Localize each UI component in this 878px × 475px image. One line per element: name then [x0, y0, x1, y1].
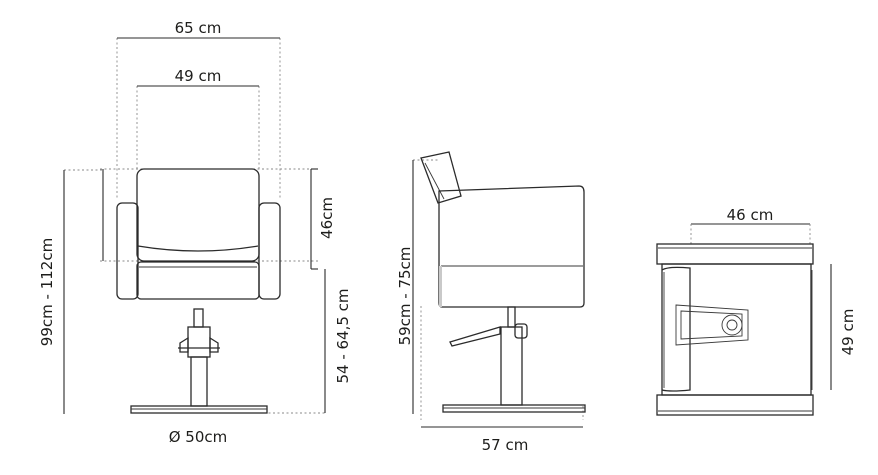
top-view: 46 cm 49 cm — [656, 206, 857, 416]
front-view: 65 cm 49 cm 99cm - 112cm 46cm 54 - 64,5 … — [38, 19, 352, 446]
side-height-label: 59cm - 75cm — [396, 247, 414, 346]
backrest-height-label: 46cm — [318, 197, 336, 239]
side-depth-label: 57 cm — [482, 436, 529, 454]
base-diameter-label: Ø 50cm — [169, 428, 228, 446]
side-view: 59cm - 75cm 57 cm — [396, 151, 586, 454]
top-width-label: 46 cm — [727, 206, 774, 224]
total-height-label: 99cm - 112cm — [38, 238, 56, 346]
seat-width-label: 49 cm — [175, 67, 222, 85]
seat-height-label: 54 - 64,5 cm — [334, 288, 352, 383]
top-depth-label: 49 cm — [839, 309, 857, 356]
overall-width-label: 65 cm — [175, 19, 222, 37]
